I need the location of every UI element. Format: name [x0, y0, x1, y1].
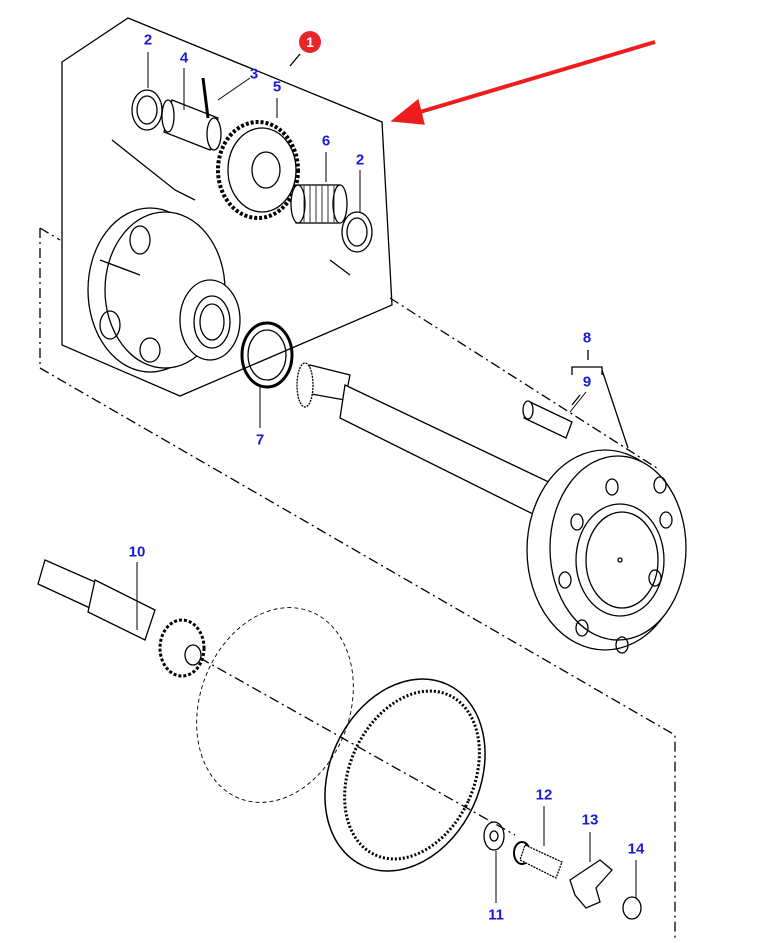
- assembly-callout-1[interactable]: 1: [299, 31, 321, 53]
- needle-bearing-part-6: [290, 184, 348, 224]
- gear-part-5: [216, 120, 300, 220]
- lock-washer-part-11: [483, 821, 505, 851]
- pinion-shaft-part-10: [37, 559, 206, 678]
- bolt-part-12: [513, 841, 563, 879]
- part-label-12[interactable]: 12: [535, 786, 553, 804]
- part-label-10[interactable]: 10: [128, 543, 146, 561]
- part-label-2b[interactable]: 2: [355, 151, 365, 169]
- part-label-7[interactable]: 7: [255, 431, 265, 449]
- axle-shaft-part-8: [296, 362, 687, 654]
- crown-wheel: [324, 678, 486, 872]
- pointer-arrow: [390, 40, 656, 125]
- pin-part-4: [161, 99, 222, 151]
- washer-part-14: [622, 896, 642, 920]
- washer-part-2b: [341, 211, 373, 253]
- phantom-ring: [196, 607, 354, 803]
- assembly-outline: [61, 17, 393, 397]
- part-label-3[interactable]: 3: [249, 65, 259, 83]
- part-label-11[interactable]: 11: [488, 906, 504, 924]
- part-label-5[interactable]: 5: [272, 78, 282, 96]
- part-label-2[interactable]: 2: [143, 31, 153, 49]
- part-label-4[interactable]: 4: [179, 49, 189, 67]
- part-label-9[interactable]: 9: [582, 373, 592, 391]
- split-pin-part-3: [201, 77, 210, 119]
- lock-plate-part-13: [569, 859, 613, 909]
- part-label-13[interactable]: 13: [581, 811, 599, 829]
- part-label-14[interactable]: 14: [627, 840, 645, 858]
- part-label-8[interactable]: 8: [582, 329, 592, 347]
- seal-ring-part-7: [240, 321, 294, 389]
- planet-carrier: [87, 139, 241, 373]
- dashed-outline: [39, 228, 676, 940]
- part-label-6[interactable]: 6: [321, 132, 331, 150]
- stud-part-9: [522, 400, 573, 439]
